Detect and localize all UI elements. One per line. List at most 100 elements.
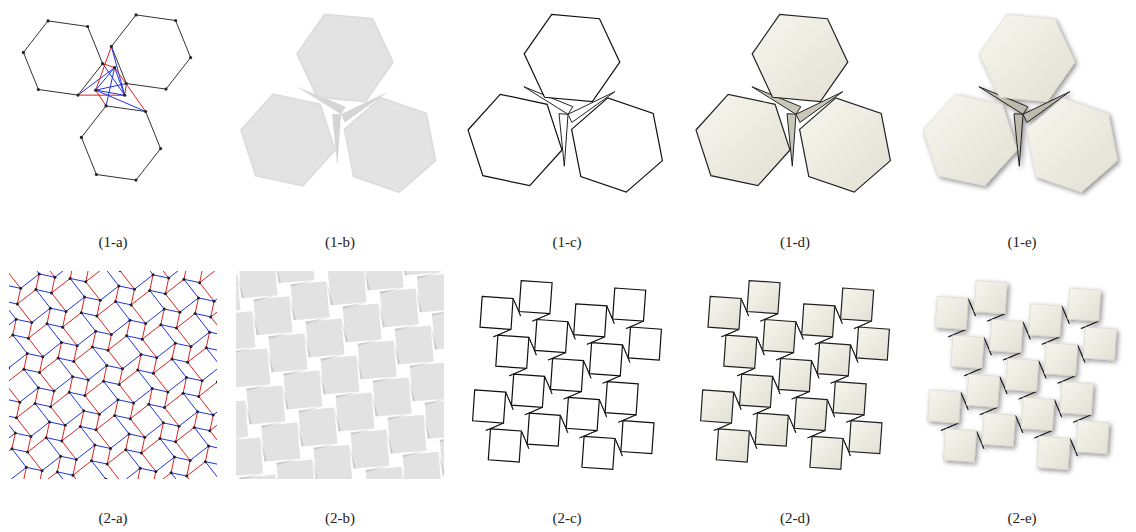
crease-line — [13, 335, 27, 354]
vertex-dot — [80, 136, 83, 139]
crease-line — [49, 422, 65, 425]
vertex-dot — [41, 469, 44, 472]
vertex-dot — [170, 357, 173, 360]
vertex-dot — [91, 345, 94, 348]
crease-line — [153, 275, 169, 278]
vertex-dot — [130, 303, 133, 306]
vertex-dot — [76, 344, 79, 347]
crease-line — [104, 366, 107, 382]
crease-triangle — [96, 68, 125, 96]
square-face — [236, 401, 248, 440]
crease-line — [183, 393, 197, 412]
square-face — [328, 271, 367, 305]
crease-line — [116, 286, 119, 302]
vertex-dot — [207, 444, 210, 447]
vertex-dot — [22, 368, 25, 371]
pleat-flap — [559, 114, 568, 167]
square-face — [724, 335, 757, 368]
crease-line — [50, 308, 66, 311]
vertex-dot — [15, 416, 18, 419]
crease-line — [163, 423, 179, 426]
vertex-dot — [144, 110, 147, 113]
crease-line — [61, 342, 77, 345]
crease-line — [107, 366, 123, 369]
folded-hexagons — [468, 15, 662, 193]
vertex-dot — [155, 356, 158, 359]
vertex-dot — [113, 414, 116, 417]
crease-line — [213, 401, 217, 415]
crease-line — [23, 467, 26, 479]
crease-line — [108, 336, 127, 350]
vertex-dot — [107, 349, 110, 352]
crease-line — [107, 450, 126, 464]
vertex-dot — [163, 406, 166, 409]
vertex-dot — [64, 424, 67, 427]
vertex-dot — [141, 338, 144, 341]
square-face — [755, 413, 788, 446]
vertex-dot — [164, 87, 167, 90]
square-face — [621, 421, 654, 454]
crease-line — [138, 354, 141, 370]
square-face — [551, 359, 584, 392]
vertex-dot — [48, 420, 51, 423]
crease-line — [205, 446, 208, 462]
square-face — [306, 318, 345, 357]
vertex-dot — [49, 405, 52, 408]
square-face — [779, 359, 812, 392]
crease-pattern — [22, 13, 192, 181]
crease-line — [9, 369, 24, 383]
vertex-dot — [170, 471, 173, 474]
vertex-dot — [79, 425, 82, 428]
square-face — [928, 390, 961, 423]
square-face — [701, 390, 734, 423]
vertex-dot — [68, 391, 71, 394]
crease-line — [85, 297, 101, 300]
crease-line — [9, 399, 20, 402]
vertex-dot — [136, 369, 139, 372]
vertex-dot — [16, 303, 19, 306]
vertex-dot — [102, 380, 105, 383]
crease-line — [38, 388, 54, 391]
vertex-dot — [22, 51, 25, 54]
vertex-dot — [26, 352, 29, 355]
crease-line — [26, 467, 42, 470]
vertex-dot — [95, 315, 98, 318]
vertex-dot — [147, 403, 150, 406]
vertex-dot — [196, 410, 199, 413]
panel-caption: (2-b) — [325, 509, 355, 527]
crease-line — [126, 450, 140, 469]
vertex-dot — [110, 45, 113, 48]
crease-line — [194, 412, 197, 428]
panel-caption: (1-a) — [98, 233, 127, 251]
crease-line — [92, 331, 95, 347]
square-face — [628, 327, 661, 360]
crease-line — [160, 439, 174, 458]
vertex-dot — [53, 390, 56, 393]
vertex-dot — [159, 147, 162, 150]
square-face — [841, 288, 874, 321]
crease-line — [125, 84, 127, 96]
square-face — [321, 356, 360, 395]
crease-line — [210, 416, 217, 430]
crease-line — [206, 332, 209, 348]
square-face — [236, 438, 263, 477]
vertex-dot — [45, 436, 48, 439]
crease-line — [150, 275, 153, 291]
square-face — [967, 374, 1000, 407]
square-face — [365, 271, 404, 290]
crease-line — [74, 347, 93, 361]
square-face — [358, 341, 397, 380]
crease-line — [160, 423, 163, 439]
square-face — [716, 429, 749, 462]
square-face — [417, 274, 444, 313]
vertex-dot — [178, 311, 181, 314]
crease-line — [35, 403, 49, 422]
vertex-dot — [18, 401, 21, 404]
vertex-dot — [163, 308, 166, 311]
vertex-dot — [124, 448, 127, 451]
vertex-dot — [209, 315, 212, 318]
square-face — [1037, 436, 1070, 469]
vertex-dot — [118, 383, 121, 386]
square-face — [246, 386, 285, 425]
square-face — [1076, 421, 1109, 454]
